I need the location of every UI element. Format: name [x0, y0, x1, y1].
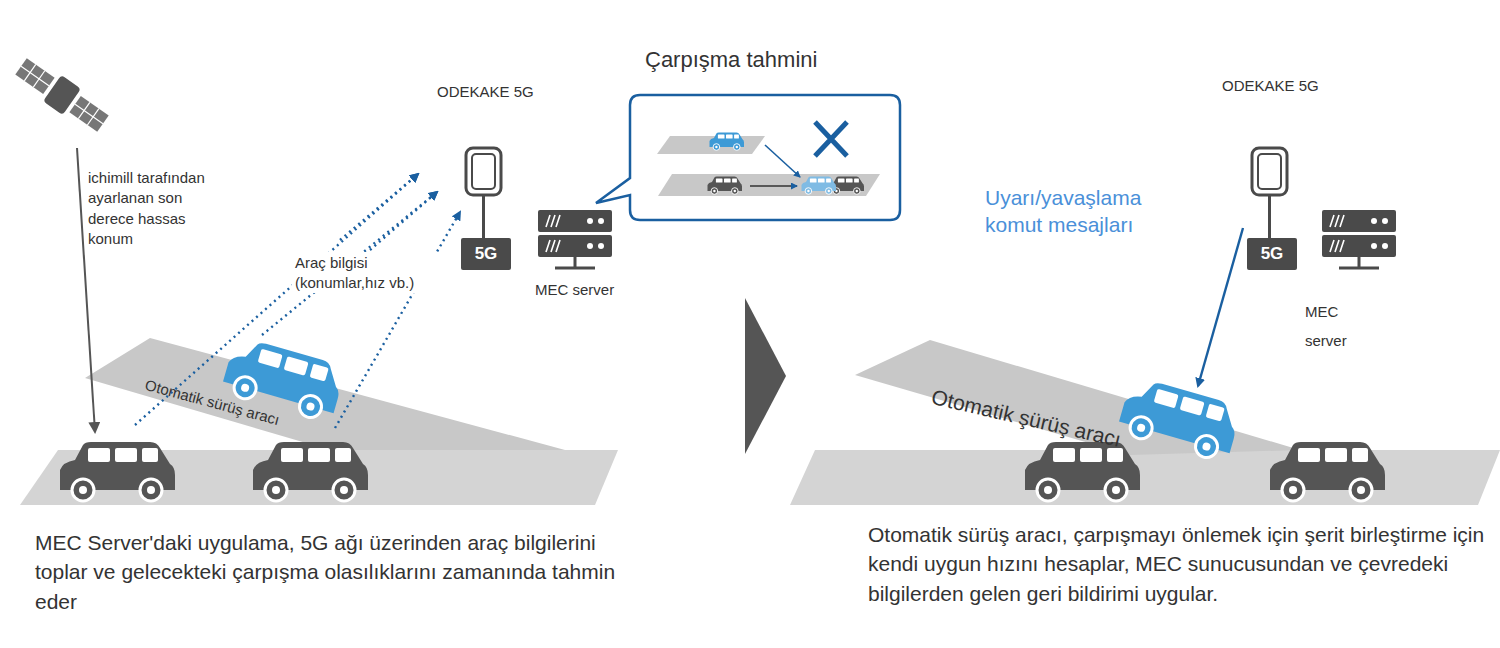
- autonomous-car: [1116, 375, 1243, 463]
- car-small: [708, 177, 743, 195]
- 5g-label: 5G: [1247, 238, 1297, 270]
- command-arrow: [1198, 228, 1243, 386]
- mec-server: [1322, 210, 1396, 268]
- callout-outline: [596, 95, 900, 220]
- caption-right: Otomatik sürüş aracı, çarpışmayı önlemek…: [868, 520, 1488, 608]
- antenna: [1252, 148, 1287, 240]
- prediction-callout: Çarpışma tahmini: [630, 95, 900, 220]
- car: [60, 442, 175, 501]
- 5g-base: 5G: [1247, 238, 1297, 270]
- car: [1025, 442, 1140, 501]
- gps-note: ichimill tarafından ayarlanan son derece…: [88, 168, 228, 249]
- command-label: Uyarı/yavaşlama komut mesajları: [985, 184, 1185, 239]
- next-chevron: [745, 298, 786, 454]
- antenna: [466, 148, 501, 240]
- car-small: [710, 133, 745, 151]
- 5g-base: 5G: [461, 238, 511, 270]
- mec-server: [538, 210, 612, 268]
- car-small: [802, 177, 837, 195]
- cross-mark: [815, 122, 847, 156]
- server-label: MEC server: [535, 280, 655, 300]
- car: [253, 442, 368, 501]
- lane: [658, 174, 880, 196]
- callout-title: Çarpışma tahmini: [645, 47, 817, 73]
- main-road: [790, 450, 1500, 505]
- server-label: MEC server: [1305, 298, 1360, 355]
- path-arrow: [750, 185, 797, 186]
- 5g-label: 5G: [461, 238, 511, 270]
- satellite: [12, 53, 112, 137]
- station-label: ODEKAKE 5G: [1222, 76, 1362, 96]
- car: [1270, 442, 1385, 501]
- data-label: Araç bilgisi (konumlar,hız vb.): [292, 252, 443, 293]
- caption-left: MEC Server'daki uygulama, 5G ağı üzerind…: [35, 528, 635, 616]
- path-arrow: [765, 145, 800, 177]
- station-label: ODEKAKE 5G: [437, 82, 577, 102]
